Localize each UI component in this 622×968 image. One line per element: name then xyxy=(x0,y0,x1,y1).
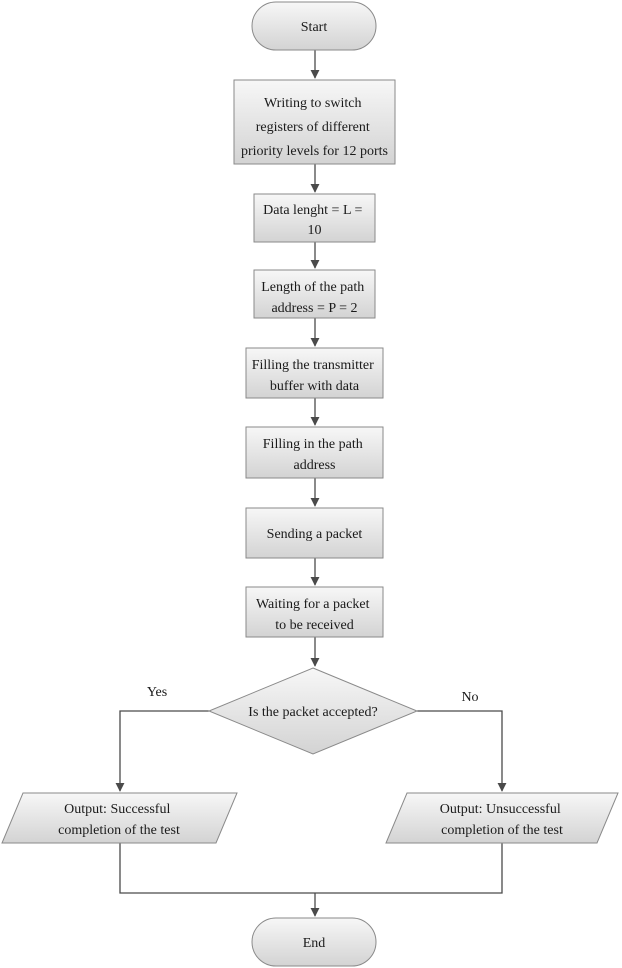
edge-decision-no xyxy=(417,710,507,792)
start-label: Start xyxy=(301,20,328,35)
end-label: End xyxy=(303,936,326,951)
fill-buffer-label: Filling the transmitter buffer with data xyxy=(252,358,378,394)
wait-packet-node: Waiting for a packet to be received xyxy=(245,586,384,638)
connectors xyxy=(115,50,507,917)
send-packet-node: Sending a packet xyxy=(245,507,384,559)
path-length-box xyxy=(253,269,376,319)
output-success-node: Output: Successful completion of the tes… xyxy=(1,792,238,844)
decision-label: Is the packet accepted? xyxy=(248,705,377,720)
decision-node: Is the packet accepted? xyxy=(207,667,419,755)
start-node: Start xyxy=(251,1,377,51)
write-registers-label: Writing to switch registers of different… xyxy=(241,96,388,159)
write-registers-node: Writing to switch registers of different… xyxy=(233,79,396,165)
output-fail-label: Output: Unsuccessful completion of the t… xyxy=(440,802,564,838)
start-terminator xyxy=(251,1,377,51)
fill-buffer-node: Filling the transmitter buffer with data xyxy=(245,347,384,399)
fill-address-box xyxy=(245,426,384,479)
send-packet-box xyxy=(245,507,384,559)
decision-diamond xyxy=(207,667,419,755)
output-success-label: Output: Successful completion of the tes… xyxy=(58,802,180,838)
write-registers-box xyxy=(233,79,396,165)
output-fail-parallelogram xyxy=(385,792,619,844)
output-success-parallelogram xyxy=(1,792,238,844)
send-packet-label: Sending a packet xyxy=(267,527,363,542)
path-length-node: Length of the path address = P = 2 xyxy=(253,269,376,319)
edge-decision-yes xyxy=(115,710,209,792)
data-length-node: Data lenght = L = 10 xyxy=(253,193,376,243)
wait-packet-label: Waiting for a packet to be received xyxy=(256,597,373,633)
fill-buffer-box xyxy=(245,347,384,399)
edge-success-merge xyxy=(119,843,315,894)
path-length-label: Length of the path address = P = 2 xyxy=(261,280,368,316)
output-fail-node: Output: Unsuccessful completion of the t… xyxy=(385,792,619,844)
no-label: No xyxy=(461,690,478,705)
data-length-box xyxy=(253,193,376,243)
fill-address-node: Filling in the path address xyxy=(245,426,384,479)
yes-label: Yes xyxy=(147,685,167,700)
wait-packet-box xyxy=(245,586,384,638)
data-length-label: Data lenght = L = 10 xyxy=(263,203,366,238)
end-node: End xyxy=(251,917,377,967)
edge-fail-merge xyxy=(315,843,503,894)
end-terminator xyxy=(251,917,377,967)
fill-address-label: Filling in the path address xyxy=(263,437,366,473)
